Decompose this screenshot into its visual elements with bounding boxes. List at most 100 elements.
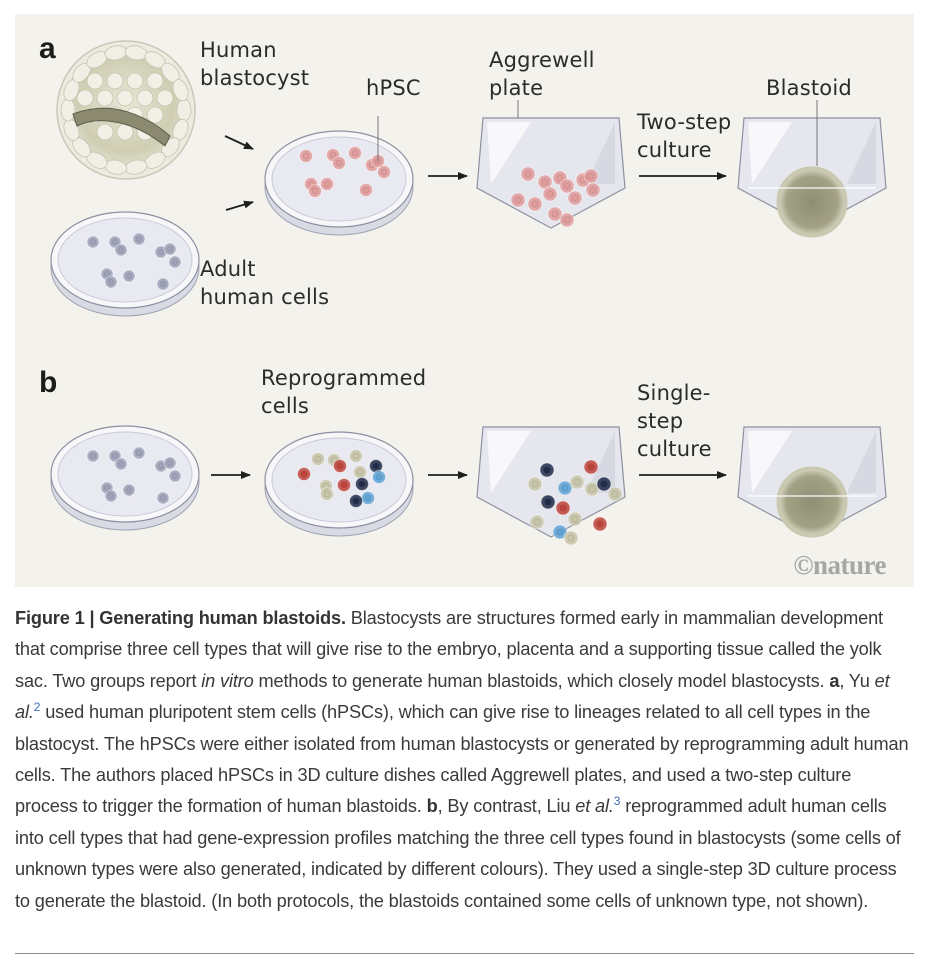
arrow-adult-to-hpsc bbox=[225, 200, 254, 211]
petri-dish-hpsc bbox=[264, 130, 414, 236]
reprogrammed-cell bbox=[320, 487, 334, 501]
hpsc-cell bbox=[559, 212, 575, 228]
caption-segment: Blastocysts are structures formed early … bbox=[15, 608, 883, 691]
adult-cell bbox=[168, 255, 182, 269]
petri-dish-adult-cells-a bbox=[50, 211, 200, 317]
inner-cell bbox=[96, 89, 114, 107]
panel-b-letter: b bbox=[39, 366, 58, 399]
inner-cell bbox=[116, 89, 134, 107]
blastocyst-illustration bbox=[56, 40, 196, 180]
aggrewell-blastoid-b bbox=[737, 426, 887, 538]
reprogrammed-cell bbox=[607, 486, 623, 502]
inner-cell bbox=[76, 89, 94, 107]
hpsc-cell bbox=[377, 165, 391, 179]
hpsc-cell bbox=[510, 192, 526, 208]
adult-cell bbox=[86, 235, 100, 249]
caption-segment: et al. bbox=[15, 670, 890, 723]
reprogrammed-cell bbox=[333, 459, 347, 473]
label-aggrewell-plate: Aggrewell plate bbox=[489, 48, 595, 100]
adult-cell bbox=[104, 489, 118, 503]
hpsc-cell bbox=[542, 186, 558, 202]
label-adult-human-cells: Adult human cells bbox=[200, 257, 330, 309]
inner-cell bbox=[136, 89, 154, 107]
reprogrammed-cell bbox=[557, 480, 573, 496]
reprogrammed-cell bbox=[529, 514, 545, 530]
trophectoderm-cell bbox=[176, 98, 192, 122]
nature-credit: ©nature bbox=[793, 550, 886, 580]
reprogrammed-cell bbox=[555, 500, 571, 516]
label-single-step-culture: Single- step culture bbox=[637, 381, 712, 461]
label-hpsc: hPSC bbox=[366, 76, 421, 100]
caption-segment: used human pluripotent stem cells (hPSCs… bbox=[15, 702, 909, 817]
figure-illustration bbox=[50, 40, 887, 546]
caption-segment: , Yu bbox=[839, 670, 875, 691]
adult-cell bbox=[156, 491, 170, 505]
hpsc-cell bbox=[520, 166, 536, 182]
hpsc-cell bbox=[547, 206, 563, 222]
hpsc-cell bbox=[359, 183, 373, 197]
reprogrammed-cell bbox=[552, 524, 568, 540]
arrow-blastocyst-to-hpsc bbox=[224, 135, 254, 150]
trophectoderm-cell bbox=[172, 79, 189, 102]
label-human-blastocyst: Human blastocyst bbox=[200, 38, 310, 90]
blastoid bbox=[776, 466, 848, 538]
label-reprogrammed-cells: Reprogrammed cells bbox=[261, 366, 427, 418]
reprogrammed-cell bbox=[567, 511, 583, 527]
trophectoderm-cell bbox=[60, 98, 76, 122]
hpsc-cell bbox=[527, 196, 543, 212]
caption-segment: 2 bbox=[33, 700, 41, 715]
hpsc-cell bbox=[299, 149, 313, 163]
reprogrammed-cell bbox=[563, 530, 579, 546]
hpsc-cell bbox=[537, 174, 553, 190]
label-two-step-culture: Two-step culture bbox=[637, 110, 732, 162]
caption-title: Figure 1 | Generating human blastoids. bbox=[15, 608, 346, 628]
reprogrammed-cell bbox=[349, 494, 363, 508]
petri-dish-adult-cells-b bbox=[50, 425, 200, 531]
hpsc-cell bbox=[332, 156, 346, 170]
caption-segment: 3 bbox=[613, 794, 621, 809]
hpsc-cell bbox=[320, 177, 334, 191]
adult-cell bbox=[168, 469, 182, 483]
adult-cell bbox=[156, 277, 170, 291]
hpsc-cell bbox=[567, 190, 583, 206]
adult-cell bbox=[122, 483, 136, 497]
reprogrammed-cell bbox=[596, 476, 612, 492]
aggrewell-plate-a bbox=[476, 117, 626, 229]
caption-segment: in vitro bbox=[201, 670, 254, 691]
aggrewell-plate-b bbox=[476, 426, 626, 546]
reprogrammed-cell bbox=[297, 467, 311, 481]
hpsc-cell bbox=[583, 168, 599, 184]
aggrewell-blastoid-a bbox=[737, 117, 887, 238]
adult-cell bbox=[163, 242, 177, 256]
caption-divider bbox=[15, 953, 914, 954]
reprogrammed-cell bbox=[311, 452, 325, 466]
inner-cell bbox=[96, 123, 114, 141]
adult-cell bbox=[114, 457, 128, 471]
reprogrammed-cell bbox=[337, 478, 351, 492]
inner-cell bbox=[146, 72, 164, 90]
blastoid bbox=[776, 166, 848, 238]
reprogrammed-cell bbox=[584, 481, 600, 497]
figure-panel: a b Human blastocyst hPSC Aggrewell plat… bbox=[15, 14, 914, 587]
adult-cell bbox=[132, 446, 146, 460]
adult-cell bbox=[114, 243, 128, 257]
hpsc-cell bbox=[308, 184, 322, 198]
caption-segment: , By contrast, Liu bbox=[437, 796, 576, 817]
reprogrammed-cell bbox=[583, 459, 599, 475]
inner-cell bbox=[106, 72, 124, 90]
hpsc-cell bbox=[559, 178, 575, 194]
reprogrammed-cell bbox=[349, 449, 363, 463]
caption-segment: a bbox=[829, 670, 840, 691]
reprogrammed-cell bbox=[527, 476, 543, 492]
inner-cell bbox=[146, 106, 164, 124]
label-blastoid: Blastoid bbox=[766, 76, 852, 100]
caption-segment: reprogrammed adult human cells into cell… bbox=[15, 796, 901, 911]
reprogrammed-cell bbox=[539, 462, 555, 478]
reprogrammed-cell bbox=[361, 491, 375, 505]
hpsc-cell bbox=[348, 146, 362, 160]
caption-segment: b bbox=[426, 796, 438, 817]
inner-cell bbox=[126, 72, 144, 90]
inner-cell bbox=[156, 89, 174, 107]
reprogrammed-cell bbox=[540, 494, 556, 510]
adult-cell bbox=[122, 269, 136, 283]
